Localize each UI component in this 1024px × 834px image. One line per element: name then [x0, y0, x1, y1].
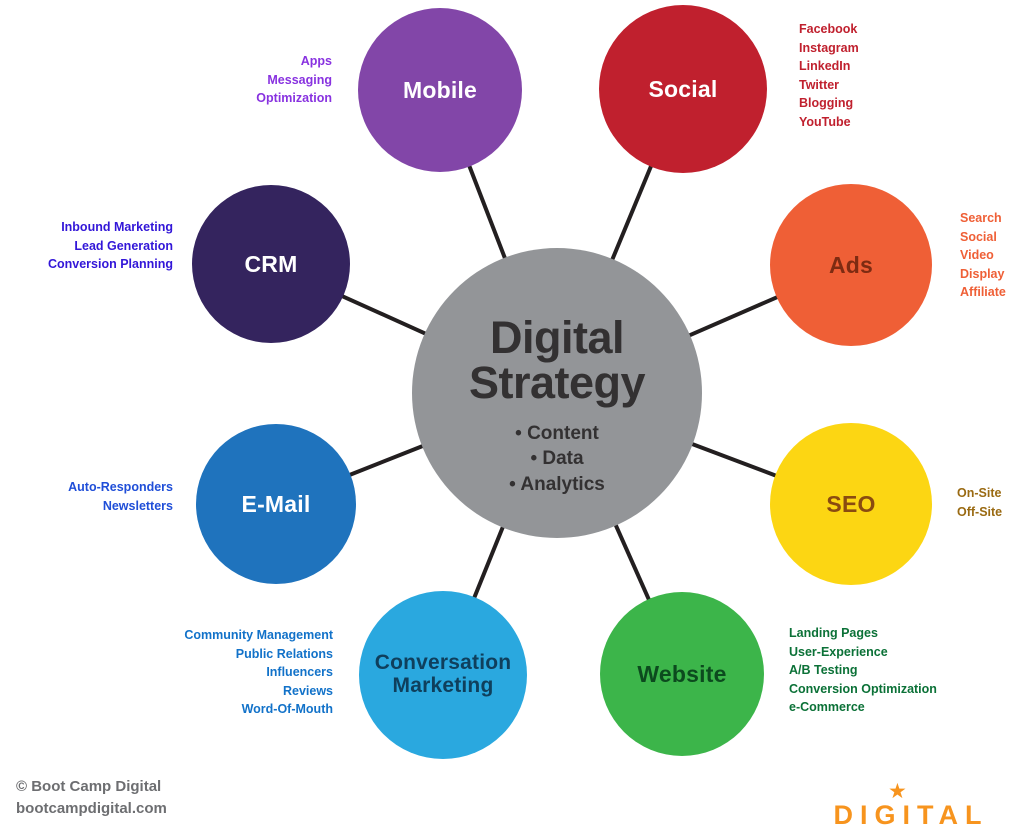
node-conversation-marketing[interactable]: Conversation Marketing: [359, 591, 527, 759]
node-social[interactable]: Social: [599, 5, 767, 173]
spoke-line-ads: [687, 294, 780, 338]
star-icon: ★: [888, 780, 907, 803]
spoke-line-seo: [690, 441, 778, 478]
node-item: e-Commerce: [789, 700, 865, 714]
hub-bullet: • Analytics: [509, 473, 605, 495]
footer-credit: © Boot Camp Digital bootcampdigital.com: [16, 776, 167, 820]
node-item: Instagram: [799, 40, 859, 55]
node-item: YouTube: [799, 114, 851, 129]
node-item: Auto-Responders: [68, 480, 173, 494]
node-label-social: Social: [648, 75, 718, 102]
hub-digital-strategy: Digital Strategy • Content • Data • Analyt…: [412, 248, 702, 538]
hub-bullet: • Data: [530, 448, 584, 470]
spoke-line-email: [347, 443, 425, 478]
website-text: bootcampdigital.com: [16, 799, 167, 817]
node-item: Optimization: [256, 91, 332, 105]
node-label-conversation-marketing: Conversation Marketing: [374, 651, 512, 697]
node-item: Social: [960, 229, 997, 244]
node-item: Lead Generation: [74, 238, 173, 253]
spoke-line-mobile: [466, 163, 508, 261]
node-item: Twitter: [799, 77, 840, 92]
spoke-line-website: [613, 522, 652, 602]
node-item: Off-Site: [957, 504, 1003, 519]
node-item: Conversion Optimization: [789, 681, 937, 696]
node-ads[interactable]: Ads: [770, 184, 932, 346]
node-item: Inbound Marketing: [61, 220, 173, 234]
brand-logo: ★ DIGITAL: [816, 781, 1006, 831]
node-email[interactable]: E-Mail: [196, 424, 356, 584]
node-item: LinkedIn: [799, 59, 851, 73]
node-label-ads: Ads: [828, 251, 874, 278]
node-item: Landing Pages: [789, 626, 878, 640]
node-seo[interactable]: SEO: [770, 423, 932, 585]
node-item: On-Site: [957, 486, 1002, 500]
node-mobile[interactable]: Mobile: [358, 8, 522, 172]
node-item: Conversion Planning: [47, 257, 173, 271]
spoke-line-crm: [340, 293, 428, 337]
node-item: Newsletters: [102, 498, 173, 513]
hub-bullet-list: • Content • Data • Analytics: [509, 421, 605, 498]
node-label-website: Website: [637, 660, 727, 687]
node-item: Facebook: [799, 22, 858, 36]
hub-title: Digital Strategy: [468, 311, 646, 408]
node-website[interactable]: Website: [600, 592, 764, 756]
node-item: Affiliate: [960, 285, 1006, 299]
node-item: Display: [960, 266, 1005, 281]
node-item: Video: [960, 248, 994, 262]
node-label-mobile: Mobile: [402, 76, 478, 103]
node-item: Search: [960, 211, 1002, 225]
node-crm[interactable]: CRM: [192, 185, 350, 343]
copyright-text: © Boot Camp Digital: [16, 778, 162, 795]
node-item: Blogging: [799, 96, 854, 110]
brand-wordmark: DIGITAL: [833, 800, 989, 830]
node-item: Word-Of-Mouth: [241, 702, 333, 716]
hub-bullet: • Content: [515, 422, 599, 444]
node-label-crm: CRM: [244, 250, 298, 277]
node-item: Apps: [300, 54, 332, 68]
spoke-line-conversation-marketing: [471, 524, 506, 600]
spoke-line-social: [609, 163, 654, 262]
node-item: User-Experience: [789, 644, 888, 659]
node-label-seo: SEO: [826, 490, 876, 517]
node-item: Community Management: [184, 628, 333, 642]
node-item: A/B Testing: [789, 663, 858, 677]
node-item: Reviews: [282, 683, 333, 698]
node-item: Influencers: [266, 665, 333, 679]
node-item: Public Relations: [235, 646, 333, 661]
node-label-email: E-Mail: [241, 490, 311, 517]
node-item: Messaging: [267, 72, 332, 87]
